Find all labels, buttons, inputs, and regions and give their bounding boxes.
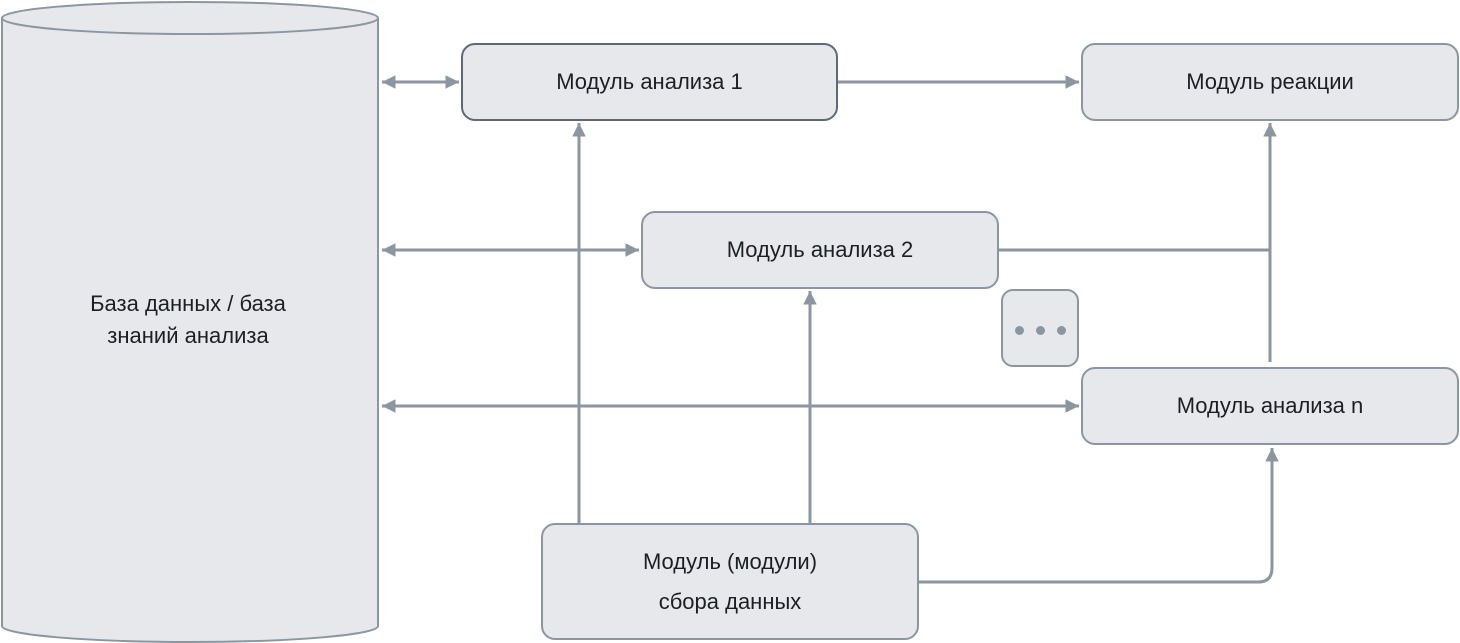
module-analysis-n-label: Модуль анализа n xyxy=(1176,393,1364,419)
ellipsis-icon xyxy=(1009,308,1072,348)
module-collection-line2: сбора данных xyxy=(658,588,802,614)
module-data-collection: Модуль (модули) сбора данных xyxy=(541,523,919,640)
database-label-line1: База данных / база xyxy=(90,291,286,316)
module-analysis-2: Модуль анализа 2 xyxy=(641,211,999,289)
database-label: База данных / база знаний анализа xyxy=(40,288,336,352)
module-analysis-n: Модуль анализа n xyxy=(1081,367,1459,445)
database-cylinder xyxy=(0,1,379,643)
database-label-line2: знаний анализа xyxy=(107,323,269,348)
module-reaction-label: Модуль реакции xyxy=(1186,69,1354,95)
module-reaction: Модуль реакции xyxy=(1081,43,1459,121)
module-collection-line1: Модуль (модули) xyxy=(642,548,818,574)
module-analysis-1: Модуль анализа 1 xyxy=(461,43,838,121)
module-analysis-2-label: Модуль анализа 2 xyxy=(726,237,914,263)
edge-collect-modulen xyxy=(919,448,1279,584)
module-analysis-1-label: Модуль анализа 1 xyxy=(556,69,743,95)
ellipsis-box xyxy=(1001,289,1079,367)
